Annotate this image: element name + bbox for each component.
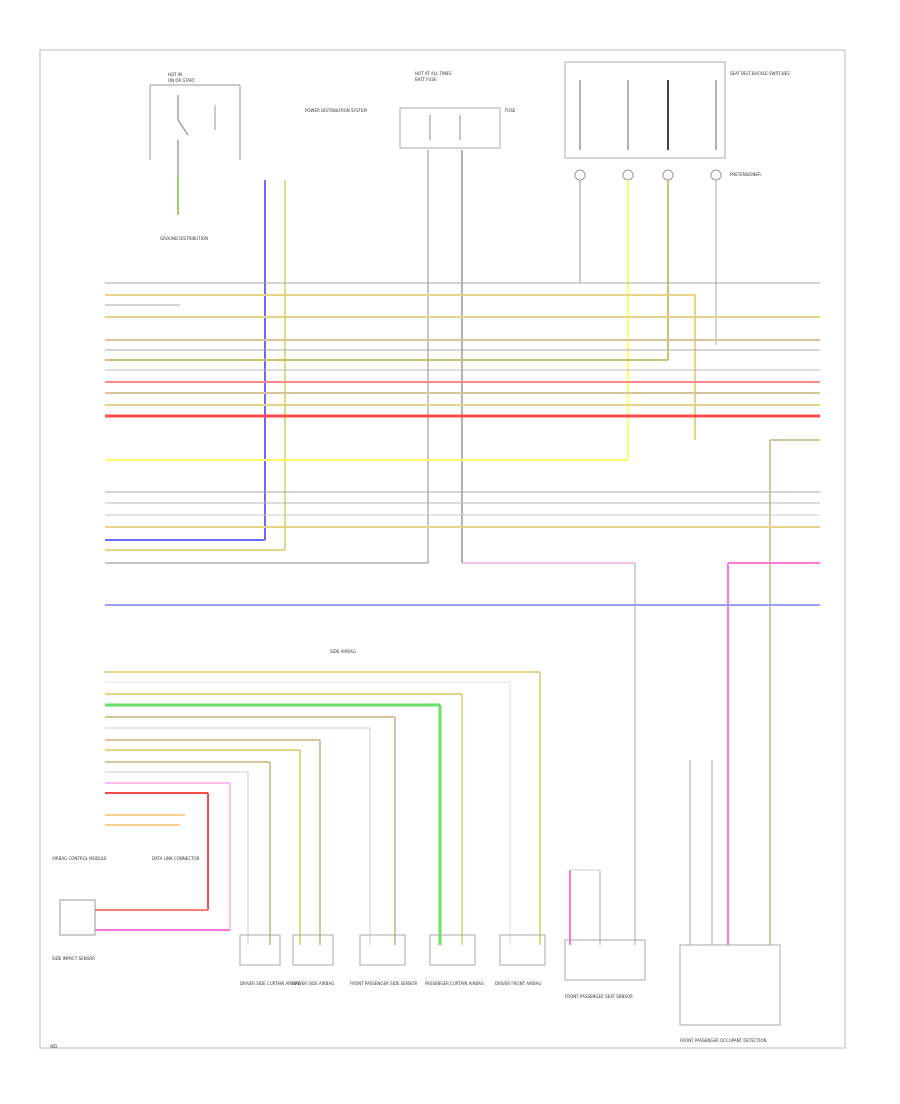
comp7-label: FRONT PASSENGER OCCUPANT DETECTION xyxy=(680,1038,767,1043)
fuse-block-title: HOT AT ALL TIMES xyxy=(415,71,452,76)
ignition-switch: HOT IN ON OR START GROUND DISTRIBUTION xyxy=(149,72,241,241)
ground-dist-label: GROUND DISTRIBUTION xyxy=(160,236,208,241)
buckle-label: SEAT BELT BUCKLE SWITCHES xyxy=(730,71,790,76)
seat-belt-buckle-switches: SEAT BELT BUCKLE SWITCHES PRETENSIONER xyxy=(564,61,790,181)
comp6-label: FRONT PASSENGER SEAT SENSOR xyxy=(565,994,633,999)
power-dist-label: POWER DISTRIBUTION SYSTEM xyxy=(305,108,367,113)
bottom-code: WD xyxy=(50,1044,57,1049)
note-label: SIDE AIRBAG xyxy=(330,649,356,654)
fuse-label: FUSE xyxy=(505,108,516,113)
horizontal-wires xyxy=(95,282,820,945)
fuse-block-sub: BATT FUSE xyxy=(415,77,437,82)
comp3-label: FRONT PASSENGER SIDE SENSOR xyxy=(350,981,417,986)
left-module-label: SIDE IMPACT SENSOR xyxy=(52,956,95,961)
ignition-sublabel: ON OR START xyxy=(168,78,196,83)
comp1-label: DRIVER SIDE CURTAIN AIRBAG xyxy=(240,981,301,986)
comp5-label: DRIVER FRONT AIRBAG xyxy=(495,981,542,986)
pretensioner-label: PRETENSIONER xyxy=(730,172,761,177)
acm-label: AIRBAG CONTROL MODULE xyxy=(52,856,107,861)
comp2-label: DRIVER SIDE AIRBAG xyxy=(292,981,334,986)
comp4-label: PASSENGER CURTAIN AIRBAG xyxy=(425,981,484,986)
ignition-label: HOT IN xyxy=(168,72,182,77)
diagram-border xyxy=(39,49,846,1049)
fuse-block: HOT AT ALL TIMES BATT FUSE FUSE POWER DI… xyxy=(305,71,516,149)
data-link-label: DATA LINK CONNECTOR xyxy=(152,856,200,861)
bottom-components: SIDE IMPACT SENSOR DRIVER SIDE CURTAIN A… xyxy=(50,649,781,1049)
